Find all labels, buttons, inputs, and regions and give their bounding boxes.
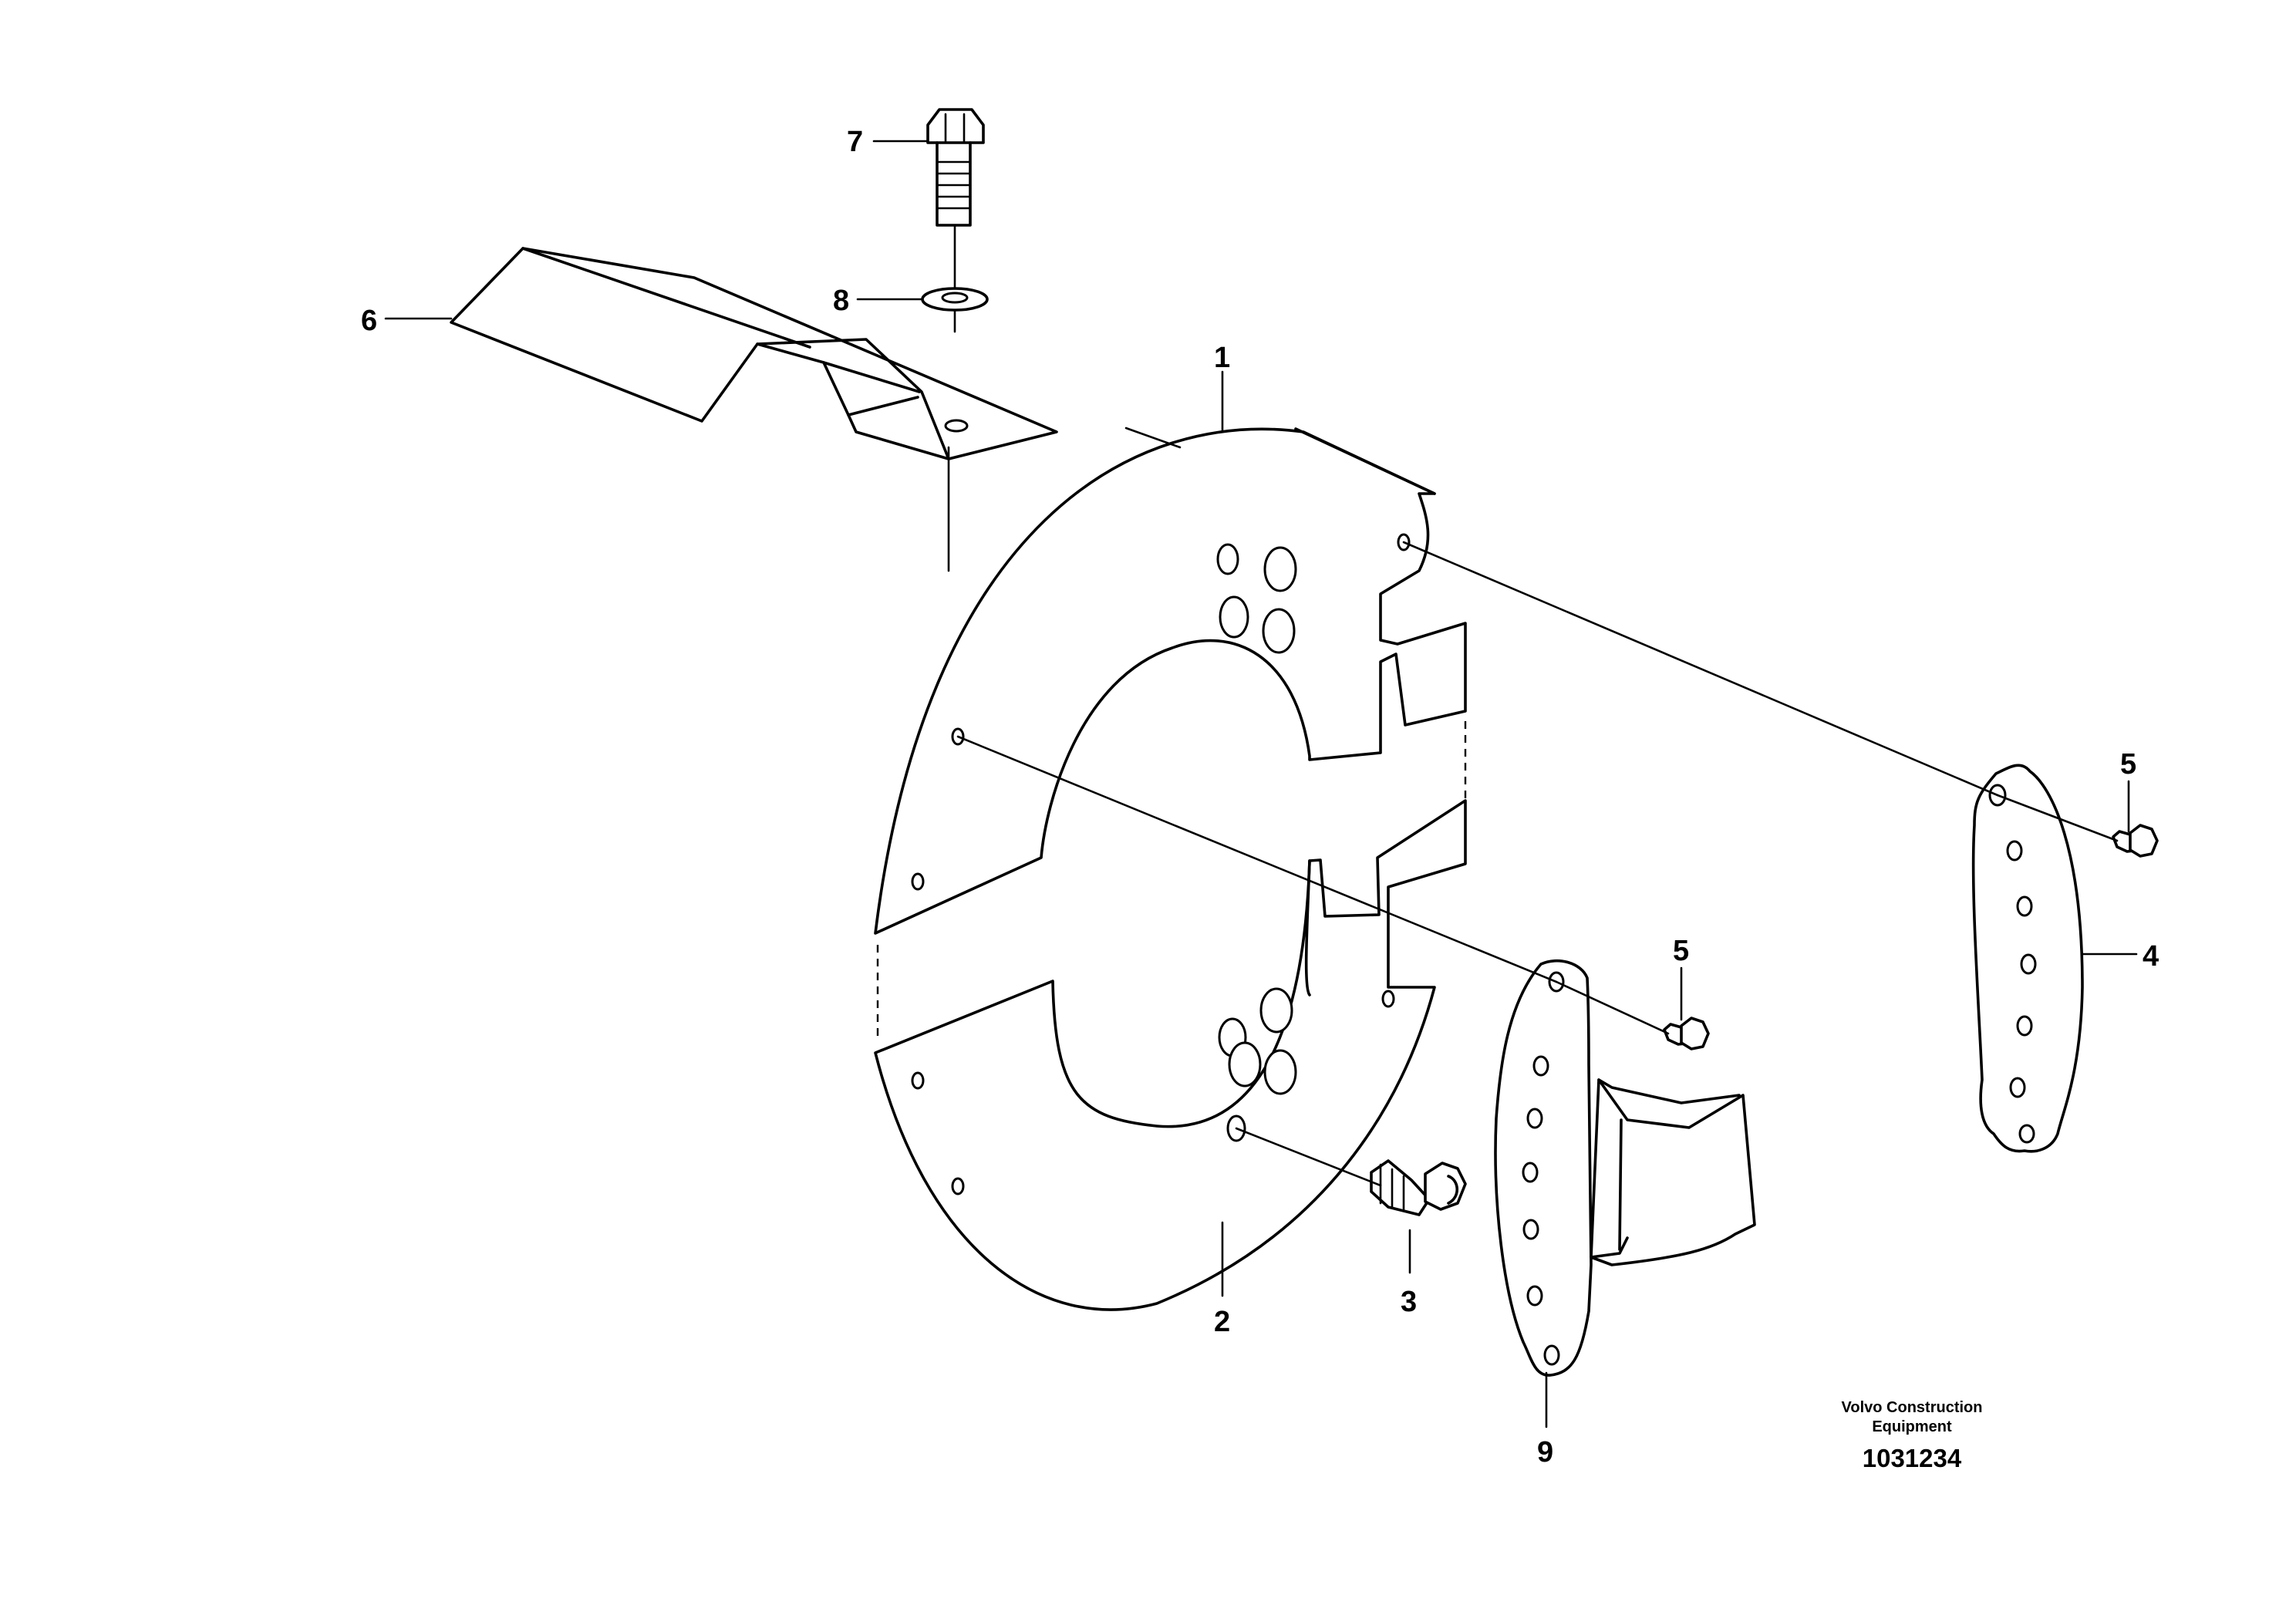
callout-7: 7 [847, 126, 863, 158]
assembly-lines [956, 541, 2119, 1187]
brand-line-2: Equipment [1872, 1418, 1952, 1435]
callout-1: 1 [1214, 342, 1230, 374]
part-9-side-plate [1494, 959, 1756, 1377]
disc-edge-tick [1124, 427, 1182, 449]
callout-2: 2 [1214, 1306, 1230, 1338]
assembly-axis-bolt [947, 224, 956, 572]
callout-5-upper: 5 [2120, 748, 2136, 781]
leader-lines [384, 140, 2138, 1428]
callout-9: 9 [1537, 1436, 1553, 1469]
brand-line-1: Volvo Construction [1842, 1399, 1983, 1416]
disc-holes [911, 533, 1411, 1195]
part-4-curved-plate [1971, 764, 2084, 1153]
callout-4: 4 [2143, 940, 2159, 973]
part-5-small-bolt-upper [2112, 824, 2159, 858]
part-1-upper-disc-half [874, 427, 1467, 935]
drawing-number: 1031234 [1863, 1444, 1962, 1472]
callout-6: 6 [361, 305, 377, 337]
part-7-bolt [926, 108, 985, 227]
part-2-lower-disc-half [874, 799, 1467, 1311]
callout-5-lower: 5 [1673, 935, 1689, 967]
part-6-cover-plate [450, 247, 1058, 460]
callout-8: 8 [833, 285, 849, 317]
part-3-bolt [1370, 1159, 1467, 1216]
part-8-washer [921, 287, 989, 312]
part-5-small-bolt-lower [1663, 1017, 1710, 1050]
callout-3: 3 [1401, 1286, 1417, 1318]
